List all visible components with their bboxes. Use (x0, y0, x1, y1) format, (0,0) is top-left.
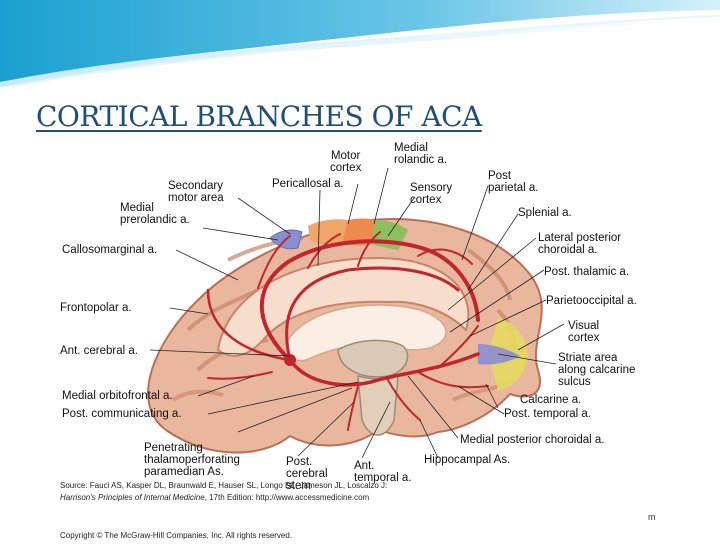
brain-illustration (58, 140, 652, 540)
label-post-temporal: Post. temporal a. (504, 408, 591, 420)
label-text: Medial orbitofrontal a. (62, 390, 173, 402)
label-text: Ant. cerebral a. (60, 345, 138, 357)
caption-edition: , 17th Edition: http://www.accessmedicin… (204, 493, 370, 502)
label-text: Pericallosal a. (272, 178, 344, 190)
label-calcarine: Calcarine a. (520, 394, 581, 406)
label-text: Ant.temporal a. (354, 460, 412, 484)
slide-banner (0, 0, 720, 89)
label-text: Post. thalamic a. (544, 266, 630, 278)
label-text: Post. temporal a. (504, 408, 591, 420)
caption-copyright: Copyright © The McGraw-Hill Companies, I… (60, 531, 293, 540)
label-medial-post-choroidal: Medial posterior choroidal a. (460, 434, 604, 446)
caption-book-title: Harrison's Principles of Internal Medici… (60, 493, 205, 502)
caption-citation: Harrison's Principles of Internal Medici… (60, 493, 369, 502)
label-ant-cerebral: Ant. cerebral a. (60, 345, 138, 357)
label-ant-temporal: Ant.temporal a. (354, 460, 412, 484)
label-hippocampal: Hippocampal As. (424, 454, 510, 466)
arteries (206, 231, 489, 431)
label-splenial: Splenial a. (518, 207, 572, 219)
label-frontopolar: Frontopolar a. (60, 302, 132, 314)
label-text: Medial posterior choroidal a. (460, 434, 605, 446)
slide-title: CORTICAL BRANCHES OF ACA (36, 100, 482, 133)
label-pericallosal: Pericallosal a. (272, 178, 344, 190)
label-text: Splenial a. (518, 207, 572, 219)
label-text: Frontopolar a. (60, 302, 132, 314)
label-text: Post. communicating a. (62, 408, 182, 420)
premotor-area (308, 219, 348, 246)
label-parietooccipital: Parietooccipital a. (546, 295, 637, 307)
leader-lines (149, 167, 565, 459)
brainstem (357, 374, 399, 436)
caption-fragment: m (648, 512, 656, 522)
label-medial-orbitofrontal: Medial orbitofrontal a. (62, 390, 173, 402)
caption-source: Source: Fauci AS, Kasper DL, Braunwald E… (60, 481, 388, 490)
label-text: Parietooccipital a. (546, 295, 637, 307)
label-post-communicating: Post. communicating a. (62, 408, 182, 420)
label-text: Callosomarginal a. (62, 244, 158, 256)
label-text: Calcarine a. (520, 394, 582, 406)
label-callosomarginal: Callosomarginal a. (62, 244, 157, 256)
thalamus (337, 339, 409, 378)
label-text: Hippocampal As. (424, 454, 511, 466)
motor-area (342, 218, 376, 246)
label-post-thalamic: Post. thalamic a. (544, 266, 629, 278)
